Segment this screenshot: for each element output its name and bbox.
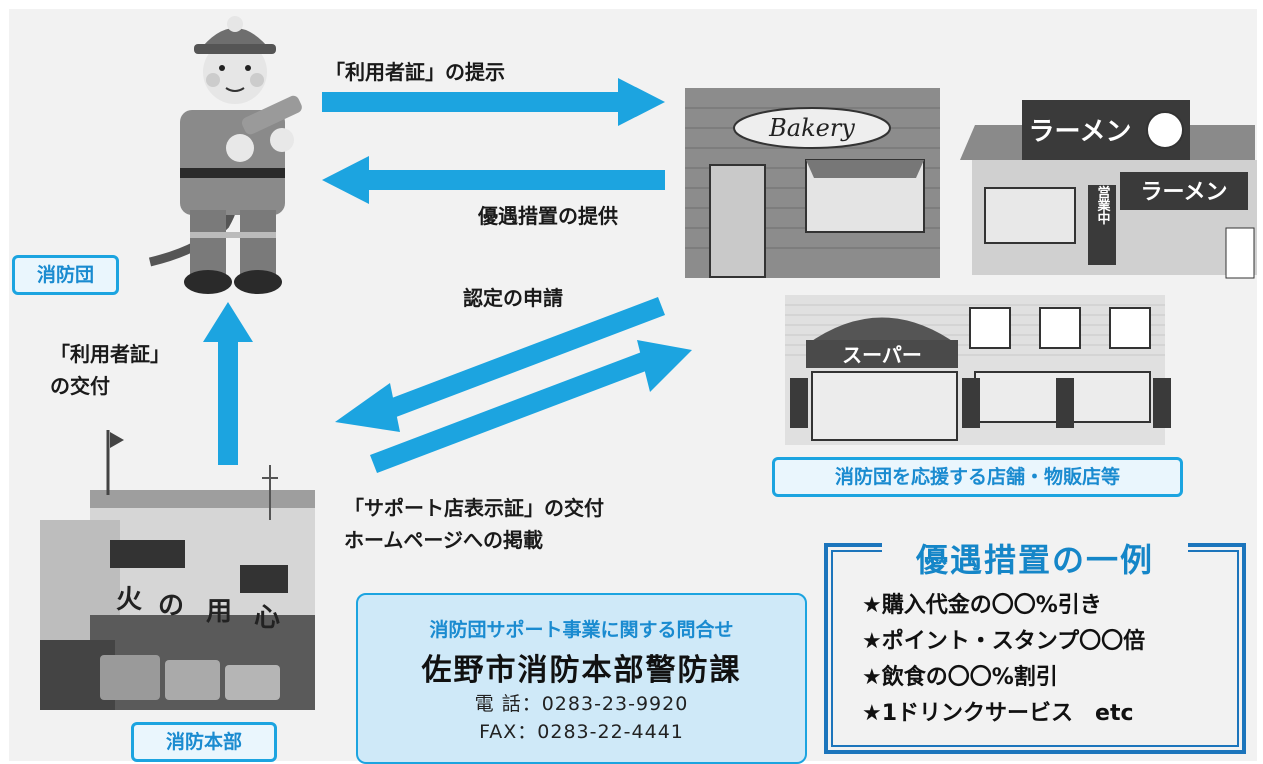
example-item: ★ポイント・スタンプ〇〇倍 xyxy=(862,629,1146,654)
example-item: ★飲食の〇〇%割引 xyxy=(862,665,1058,690)
example-item: ★購入代金の〇〇%引き xyxy=(862,593,1102,618)
contact-box: 消防団サポート事業に関する問合せ 佐野市消防本部警防課 電 話：0283-23-… xyxy=(356,593,807,764)
label-apply-certification: 認定の申請 xyxy=(463,286,563,310)
arrow-issue-sticker xyxy=(370,340,692,473)
tag-stores: 消防団を応援する店舗・物販店等 xyxy=(772,457,1183,497)
contact-phone: 電 話：0283-23-9920 xyxy=(474,693,689,715)
arrow-apply-certification xyxy=(335,297,665,432)
arrow-provide-benefit xyxy=(322,156,665,204)
label-issue-card-line2: の交付 xyxy=(50,374,110,398)
contact-heading: 消防団サポート事業に関する問合せ xyxy=(429,619,734,641)
examples-box: 優遇措置の一例 ★購入代金の〇〇%引き ★ポイント・スタンプ〇〇倍 ★飲食の〇〇… xyxy=(826,541,1244,751)
bakery-illustration: Bakery xyxy=(685,88,940,278)
example-frame xyxy=(824,543,1246,754)
arrows xyxy=(203,78,692,473)
label-present-card: 「利用者証」の提示 xyxy=(325,60,505,84)
station-sign-char: の xyxy=(158,591,184,621)
tag-fire-hq: 消防本部 xyxy=(131,722,277,762)
super-sign-text: スーパー xyxy=(842,343,922,367)
label-issue-sticker-line2: ホームページへの掲載 xyxy=(344,528,543,552)
example-item: ★1ドリンクサービス etc xyxy=(862,701,1134,726)
ramen-curtain-text: ラーメン xyxy=(1140,180,1227,205)
ramen-sign-text: ラーメン xyxy=(1029,117,1132,147)
tag-fire-corps: 消防団 xyxy=(12,255,119,295)
label-issue-card-line1: 「利用者証」 xyxy=(50,342,170,366)
fire-station-illustration: 火 の 用 心 xyxy=(40,430,315,710)
examples-title: 優遇措置の一例 xyxy=(915,541,1154,579)
station-sign-char: 火 xyxy=(116,585,142,615)
label-issue-sticker-line1: 「サポート店表示証」の交付 xyxy=(344,496,604,520)
label-provide-benefit: 優遇措置の提供 xyxy=(478,204,618,228)
supermarket-illustration: スーパー xyxy=(785,295,1171,445)
firefighter-illustration xyxy=(148,16,302,294)
contact-fax: FAX：0283-22-4441 xyxy=(479,721,684,743)
ramen-shop-illustration: ラーメン 営業中 ラーメン xyxy=(960,100,1257,279)
bakery-sign-text: Bakery xyxy=(768,114,855,142)
station-sign-char: 心 xyxy=(254,603,280,633)
ramen-open-text: 営業中 xyxy=(1095,185,1112,226)
contact-org: 佐野市消防本部警防課 xyxy=(421,653,742,688)
station-sign-char: 用 xyxy=(206,597,232,627)
arrow-issue-card xyxy=(203,302,253,465)
arrow-present-card xyxy=(322,78,665,126)
